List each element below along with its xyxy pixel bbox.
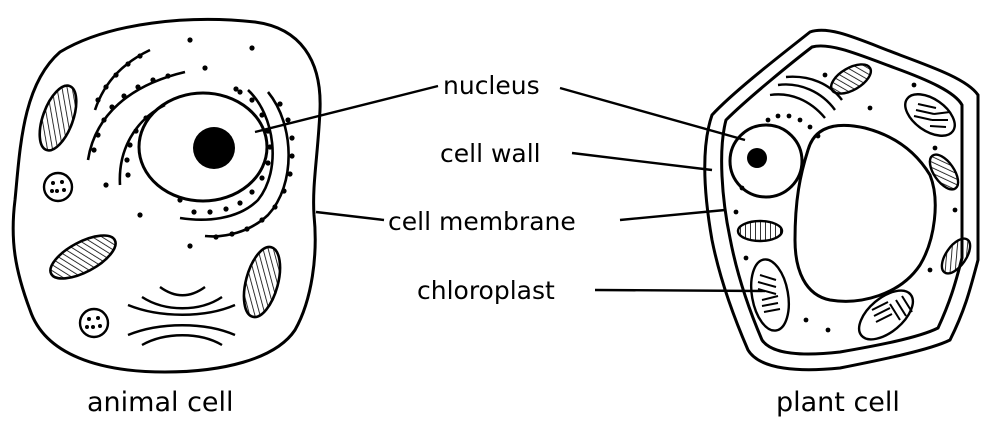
animal-cell bbox=[13, 20, 320, 372]
label-nucleus: nucleus bbox=[443, 71, 540, 100]
plant-vacuole bbox=[795, 125, 935, 301]
plant-nucleolus bbox=[747, 148, 767, 168]
leader-nucleus-left bbox=[255, 86, 438, 132]
label-cell-wall: cell wall bbox=[440, 139, 541, 168]
caption-animal-cell: animal cell bbox=[87, 387, 234, 418]
animal-rough-er bbox=[88, 50, 185, 185]
animal-cell-membrane-outline bbox=[13, 20, 320, 372]
label-chloroplast: chloroplast bbox=[417, 276, 555, 305]
leader-lines bbox=[255, 86, 765, 291]
plant-cell bbox=[705, 30, 978, 369]
caption-plant-cell: plant cell bbox=[776, 387, 900, 418]
leader-chloroplast bbox=[595, 290, 765, 291]
leader-cell-wall bbox=[572, 153, 712, 170]
animal-golgi bbox=[128, 287, 235, 345]
animal-mitochondria bbox=[32, 81, 286, 321]
plant-mitochondria bbox=[738, 58, 976, 278]
label-cell-membrane: cell membrane bbox=[388, 207, 576, 236]
animal-rough-er-right bbox=[180, 90, 289, 236]
leader-nucleus-right bbox=[560, 88, 745, 140]
animal-nucleolus bbox=[193, 127, 235, 169]
animal-er-ribosomes bbox=[91, 53, 170, 177]
leader-cell-membrane-left bbox=[316, 212, 384, 220]
